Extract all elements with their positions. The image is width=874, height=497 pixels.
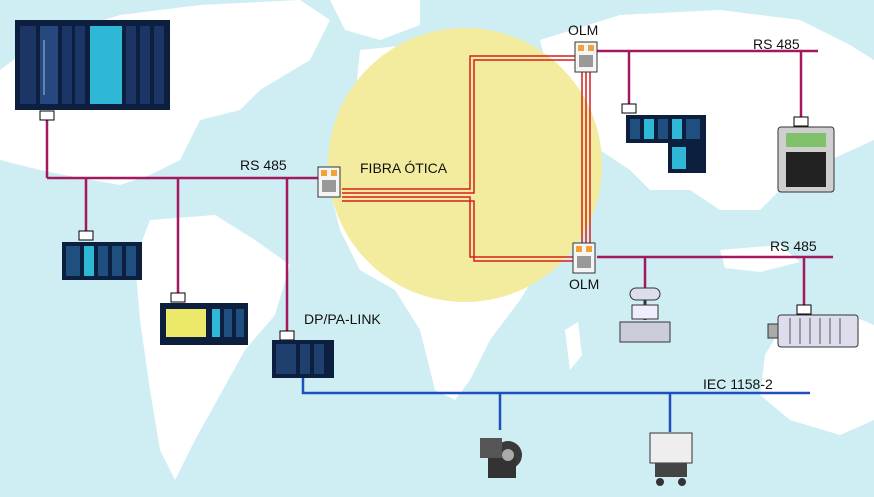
io-module-slot-b <box>84 246 94 276</box>
operator-panel-screen <box>166 309 206 337</box>
io-module-slot-a <box>66 246 80 276</box>
olm-module-top[interactable] <box>574 41 598 73</box>
iec-label: IEC 1158-2 <box>703 376 773 392</box>
rs485-top-right-label: RS 485 <box>753 36 800 52</box>
valve-body <box>619 321 671 343</box>
olm-module-left[interactable] <box>317 166 341 198</box>
plc-rack-icon[interactable] <box>15 20 170 121</box>
fiber-path-1 <box>342 55 578 190</box>
drive-cabinet-icon[interactable] <box>621 103 706 173</box>
io-module-slot-e <box>126 246 136 276</box>
olm-top-port-a <box>578 45 584 51</box>
plc-rack-psu <box>20 26 36 104</box>
fiber-path-2 <box>342 59 578 194</box>
drive-cabinet-module-c <box>658 119 668 139</box>
handheld-terminal-icon[interactable] <box>777 116 835 193</box>
fiber-optic-zone <box>328 28 602 302</box>
transmitter-flange <box>488 458 516 478</box>
drive-cabinet-module-d <box>672 119 682 139</box>
pa-bus-main <box>301 378 810 395</box>
profibus-lines <box>45 49 833 333</box>
io-module-slot-d <box>112 246 122 276</box>
drive-cabinet-module-b <box>644 119 654 139</box>
olm-bottom-face <box>577 256 591 268</box>
positioner-base <box>655 463 687 477</box>
continent-indonesia <box>720 245 800 272</box>
positioner-body <box>649 432 693 464</box>
olm-left-port-a <box>321 170 327 176</box>
fiber-path-4 <box>342 200 578 262</box>
olm-left-port-b <box>331 170 337 176</box>
olm-left-face <box>322 180 336 192</box>
motor-connector <box>796 304 812 315</box>
io-module-slot-c <box>98 246 108 276</box>
fiber-optic-label: FIBRA ÓTICA <box>360 160 448 176</box>
plc-rack-module-d <box>126 26 136 104</box>
olm-bottom-port-a <box>576 246 582 252</box>
rs485-left-label: RS 485 <box>240 157 287 173</box>
plc-rack-module-f <box>154 26 164 104</box>
handheld-connector <box>793 116 809 127</box>
plc-rack-module-a <box>62 26 72 104</box>
io-module-icon[interactable] <box>62 230 142 280</box>
positioner-port-a <box>656 478 664 486</box>
plc-rack-connector <box>39 110 55 121</box>
operator-panel-connector <box>170 292 186 303</box>
operator-panel-keys <box>212 309 220 337</box>
operator-panel-module-a <box>224 309 232 337</box>
olm-top-label: OLM <box>568 22 599 38</box>
positioner-icon[interactable] <box>649 432 693 486</box>
transmitter-window <box>502 449 514 461</box>
dp-pa-link-module-b <box>314 344 324 374</box>
dp-pa-link-icon[interactable] <box>272 330 334 378</box>
continent-madagascar <box>565 322 582 370</box>
dp-pa-link-module-a <box>300 344 310 374</box>
drive-cabinet-module-e <box>686 119 700 139</box>
olm-bottom-label: OLM <box>569 276 600 292</box>
motor-shaft <box>767 323 779 339</box>
rs485-mid-right-label: RS 485 <box>770 238 817 254</box>
fiber-optic-lines <box>342 55 591 262</box>
handheld-display <box>786 133 826 147</box>
transmitter-housing <box>480 438 502 458</box>
plc-rack-module-c <box>90 26 122 104</box>
valve-icon[interactable] <box>619 287 671 343</box>
continent-greenland <box>330 0 420 40</box>
operator-panel-icon[interactable] <box>160 292 248 345</box>
dp-pa-link-connector <box>279 330 295 341</box>
drive-cabinet-module-a <box>630 119 640 139</box>
dp-pa-link-label: DP/PA-LINK <box>304 311 381 327</box>
olm-bottom-port-b <box>586 246 592 252</box>
io-module-connector <box>78 230 94 241</box>
handheld-keypad <box>786 152 826 187</box>
plc-rack-cpu <box>40 26 58 104</box>
pa-bus-lines <box>301 378 810 432</box>
plc-rack-module-b <box>75 26 85 104</box>
plc-rack-module-e <box>140 26 150 104</box>
olm-top-face <box>579 55 593 67</box>
valve-yoke <box>631 304 659 320</box>
dp-pa-link-front <box>276 344 296 374</box>
continent-south-america <box>135 215 290 480</box>
valve-actuator <box>629 287 661 301</box>
operator-panel-module-b <box>236 309 244 337</box>
positioner-port-b <box>678 478 686 486</box>
olm-module-bottom[interactable] <box>572 242 596 274</box>
olm-top-port-b <box>588 45 594 51</box>
fiber-path-3 <box>342 196 578 258</box>
drive-cabinet-lower-panel <box>672 147 686 169</box>
transmitter-icon[interactable] <box>480 438 522 478</box>
motor-icon[interactable] <box>767 304 859 348</box>
drive-cabinet-connector <box>621 103 637 114</box>
